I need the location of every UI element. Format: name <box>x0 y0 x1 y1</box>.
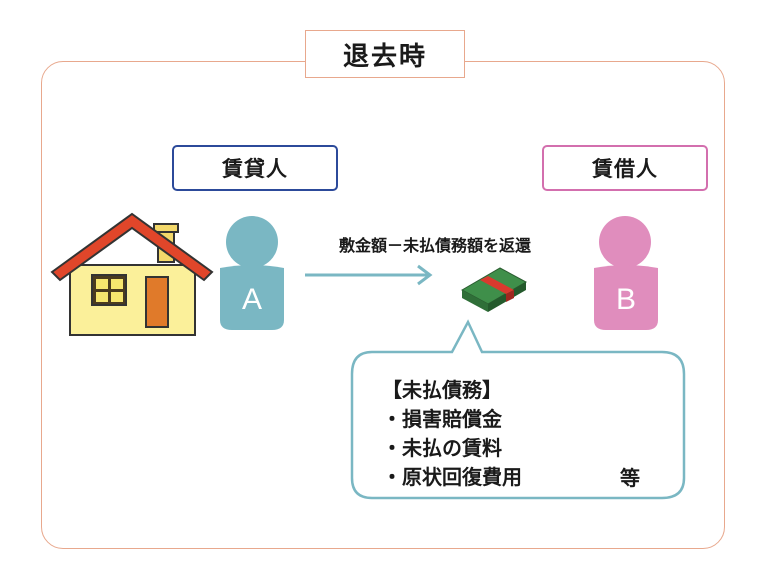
title-box: 退去時 <box>305 30 465 78</box>
list-item: ・損害賠償金 <box>382 407 502 431</box>
arrow <box>305 264 433 286</box>
person-b-icon <box>594 216 658 330</box>
etc-label: 等 <box>620 466 640 490</box>
person-b-letter: B <box>615 283 636 316</box>
lessor-label-box: 賃貸人 <box>172 145 338 191</box>
person-a-icon <box>220 216 284 330</box>
lessee-label: 賃借人 <box>592 157 658 181</box>
callout-bubble <box>350 319 686 500</box>
list-item: ・未払の賃料 <box>382 436 502 460</box>
money-stack-icon <box>460 267 528 312</box>
callout-heading: 【未払債務】 <box>382 378 502 402</box>
page-title: 退去時 <box>342 41 427 72</box>
list-item: ・原状回復費用 <box>382 465 522 489</box>
unpaid-debts-list: 【未払債務】 ・損害賠償金 ・未払の賃料 ・原状回復費用 <box>382 376 662 492</box>
person-a-letter: A <box>241 283 262 316</box>
house-icon <box>50 212 214 336</box>
lessor-label: 賃貸人 <box>222 157 288 181</box>
lessee-label-box: 賃借人 <box>542 145 708 191</box>
return-amount-text: 敷金額－未払債務額を返還 <box>338 236 531 255</box>
